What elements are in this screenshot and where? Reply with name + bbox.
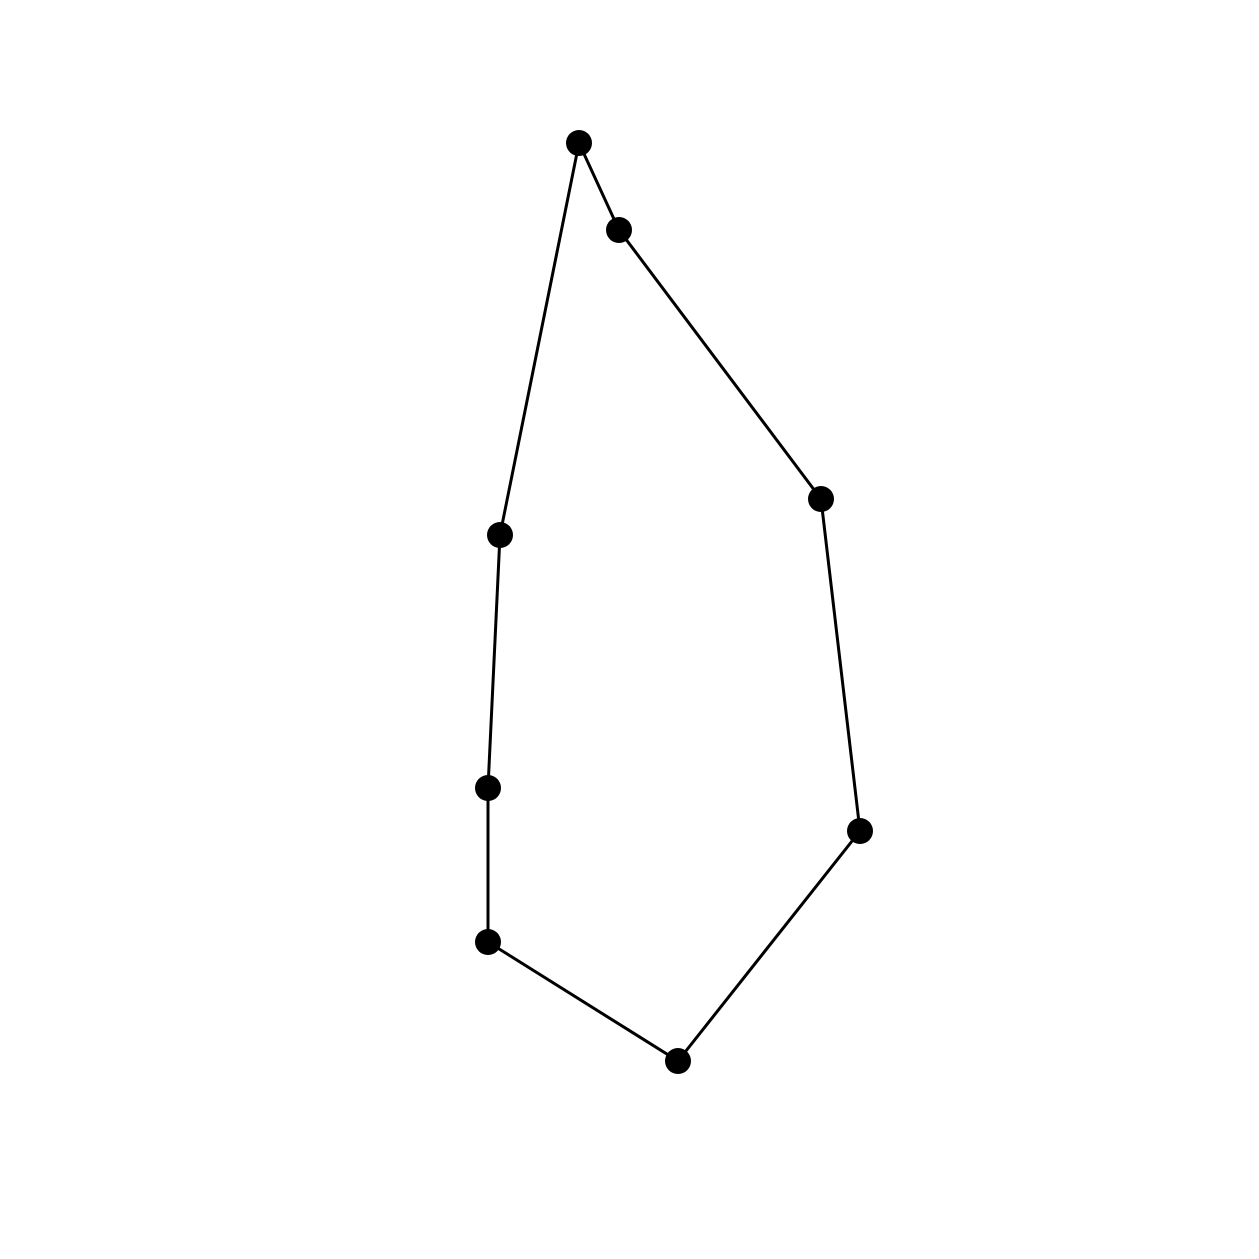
node-n6 xyxy=(475,929,501,955)
edge-n3-n4 xyxy=(819,497,862,833)
node-n8 xyxy=(487,522,513,548)
node-n7 xyxy=(475,775,501,801)
node-n4 xyxy=(847,818,873,844)
edge-n8-n9 xyxy=(498,141,581,537)
edge-n4-n5 xyxy=(676,829,862,1063)
edge-n7-n8 xyxy=(486,533,502,790)
node-n5 xyxy=(665,1048,691,1074)
edge-n5-n6 xyxy=(486,940,680,1063)
node-n2 xyxy=(606,217,632,243)
node-n1 xyxy=(566,130,592,156)
node-layer xyxy=(475,130,873,1074)
node-n3 xyxy=(808,486,834,512)
edge-n1-n2 xyxy=(577,141,621,232)
edge-n2-n3 xyxy=(617,228,823,501)
edge-layer xyxy=(486,141,862,1063)
